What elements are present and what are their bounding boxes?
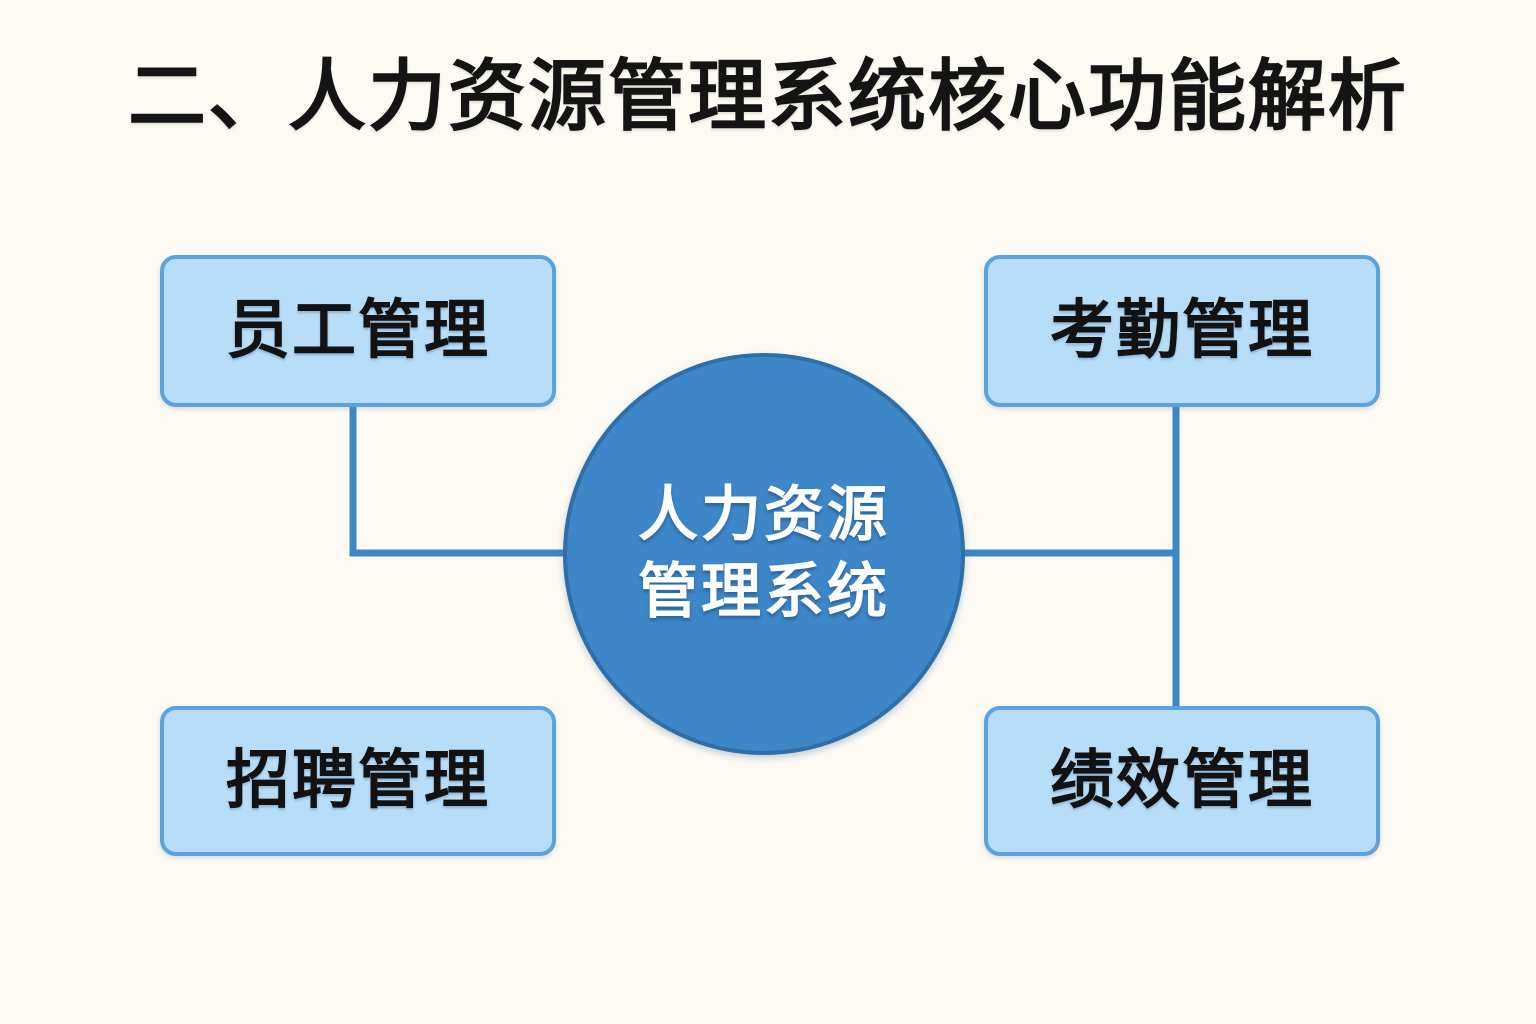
node-label-recruitment: 招聘管理 <box>226 744 490 818</box>
node-label-performance: 绩效管理 <box>1050 744 1314 818</box>
node-performance-management[interactable]: 绩效管理 <box>984 706 1380 856</box>
node-recruitment-management[interactable]: 招聘管理 <box>160 706 556 856</box>
node-label-attendance: 考勤管理 <box>1050 294 1314 368</box>
center-label-line1: 人力资源 <box>638 480 890 551</box>
node-employee-management[interactable]: 员工管理 <box>160 255 556 407</box>
connector-left <box>349 405 565 557</box>
center-label-line2: 管理系统 <box>638 557 890 627</box>
center-node-hrms[interactable]: 人力资源 管理系统 <box>563 353 965 755</box>
node-attendance-management[interactable]: 考勤管理 <box>984 255 1380 407</box>
node-label-employee: 员工管理 <box>226 294 490 368</box>
page-title: 二、人力资源管理系统核心功能解析 <box>127 52 1408 142</box>
